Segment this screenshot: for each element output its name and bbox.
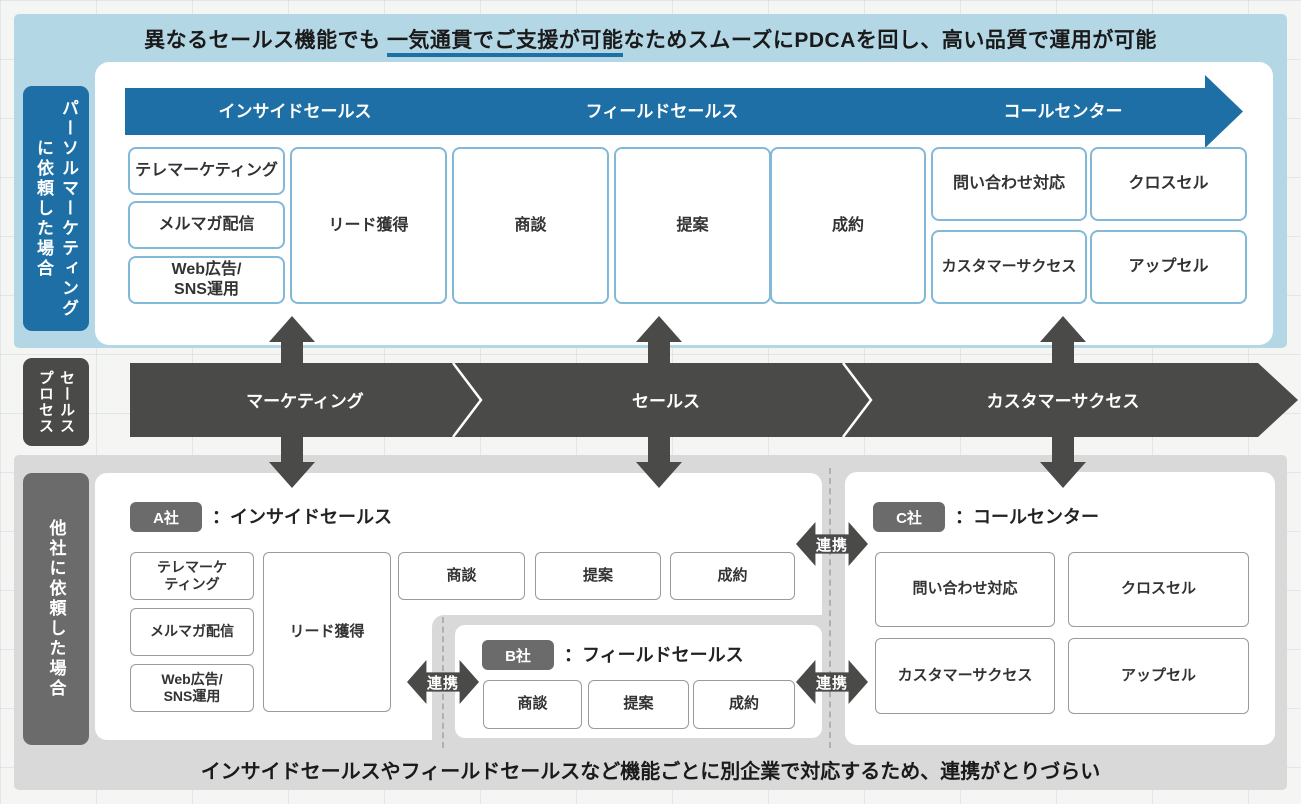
box-up-sell: アップセル	[1090, 230, 1247, 304]
persol-side-label: パーソルマーケティング に依頼した場合	[23, 86, 89, 331]
dashed-divider	[829, 468, 831, 748]
box-customer-success: カスタマーサクセス	[931, 230, 1087, 304]
flow-label-field-sales: フィールドセールス	[585, 102, 739, 121]
box-cross-sell: クロスセル	[1090, 147, 1247, 221]
stage-customer-success: カスタマーサクセス	[986, 392, 1140, 411]
blue-flow-arrow	[125, 75, 1243, 148]
stage-marketing: マーケティング	[246, 392, 364, 411]
other-companies-side-label: 他社に依頼した場合	[23, 473, 89, 745]
box-closing: 成約	[693, 680, 795, 729]
bottom-caption: インサイドセールスやフィールドセールスなど機能ごとに別企業で対応するため、連携が…	[200, 761, 1101, 783]
link-label: 連携	[426, 674, 459, 692]
box-negotiation: 商談	[398, 552, 525, 600]
box-up-sell: アップセル	[1068, 638, 1249, 714]
top-title: 異なるセールス機能でも 一気通貫でご支援が可能なためスムーズにPDCAを回し、高…	[14, 24, 1287, 57]
box-inquiry-support: 問い合わせ対応	[931, 147, 1087, 221]
top-title-suffix: なためスムーズにPDCAを回し、高い品質で運用が可能	[623, 29, 1157, 52]
company-a-badge: A社	[130, 502, 202, 532]
company-b-title: ：フィールドセールス	[564, 645, 744, 665]
link-arrow-a-c: 連携	[796, 522, 868, 566]
up-arrow-icon	[636, 316, 682, 368]
down-arrow-icon	[1040, 434, 1086, 488]
chevron-divider-icon	[842, 363, 873, 437]
up-arrow-icon	[1040, 316, 1086, 368]
chevron-divider-icon	[452, 363, 483, 437]
box-inquiry-support: 問い合わせ対応	[875, 552, 1055, 627]
down-arrow-icon	[269, 434, 315, 488]
box-negotiation: 商談	[483, 680, 582, 729]
sales-process-arrow	[130, 363, 1298, 437]
up-arrow-icon	[269, 316, 315, 368]
box-proposal: 提案	[535, 552, 661, 600]
link-label: 連携	[815, 536, 848, 554]
box-lead-acquisition: リード獲得	[290, 147, 447, 304]
box-lead-acquisition: リード獲得	[263, 552, 391, 712]
box-cross-sell: クロスセル	[1068, 552, 1249, 627]
box-closing: 成約	[670, 552, 795, 600]
stage-sales: セールス	[632, 392, 700, 411]
flow-label-inside-sales: インサイドセールス	[218, 102, 372, 121]
company-b-badge: B社	[482, 640, 554, 670]
link-label: 連携	[815, 674, 848, 692]
box-closing: 成約	[770, 147, 926, 304]
box-proposal: 提案	[588, 680, 689, 729]
box-negotiation: 商談	[452, 147, 609, 304]
box-web-ads-sns: Web広告/ SNS運用	[128, 256, 285, 304]
link-arrow-b-c: 連携	[796, 660, 868, 704]
box-proposal: 提案	[614, 147, 771, 304]
box-mailmagazine: メルマガ配信	[128, 201, 285, 249]
flow-label-call-center: コールセンター	[1003, 102, 1123, 121]
sales-process-side-label: セールス プロセス	[23, 358, 89, 446]
company-a-title: ：インサイドセールス	[212, 507, 392, 527]
box-mailmagazine: メルマガ配信	[130, 608, 254, 656]
box-web-ads-sns: Web広告/ SNS運用	[130, 664, 254, 712]
top-title-prefix: 異なるセールス機能でも	[144, 29, 387, 52]
box-telemarketing: テレマーケ ティング	[130, 552, 254, 600]
link-arrow-a-b: 連携	[407, 660, 479, 704]
company-c-badge: C社	[873, 502, 945, 532]
top-title-underlined: 一気通貫でご支援が可能	[386, 29, 624, 57]
box-customer-success: カスタマーサクセス	[875, 638, 1055, 714]
company-c-title: ：コールセンター	[955, 507, 1099, 527]
down-arrow-icon	[636, 434, 682, 488]
box-telemarketing: テレマーケティング	[128, 147, 285, 195]
